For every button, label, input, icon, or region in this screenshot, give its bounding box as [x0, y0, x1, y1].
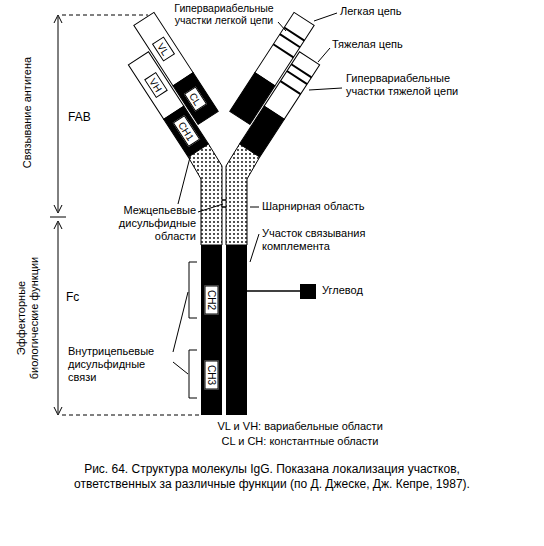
region-label: Шарнирная область	[262, 200, 365, 213]
region-label: Гипервариабельные участки тяжелой цепи	[346, 72, 464, 98]
function-label: Эффекторные биологические функции	[15, 254, 41, 382]
fragment-label: Fc	[66, 290, 79, 304]
hinge-region	[226, 144, 260, 245]
dimension-lines	[50, 15, 200, 415]
hypervariable-marks	[259, 27, 327, 94]
region-label: Участок связывания комплемента	[262, 227, 382, 253]
domain-name: CH2	[206, 290, 217, 310]
fragment-label: FAB	[68, 110, 91, 124]
part-label: Углевод	[322, 284, 363, 297]
domain-box: CH3	[205, 361, 219, 390]
domain-box: CH2	[205, 286, 219, 315]
left-arm	[112, 12, 230, 157]
region-label: Внутрицепьевые дисульфидные связи	[68, 345, 172, 384]
region-label: Межцепьевые дисульфидные области	[78, 204, 196, 243]
heavy-variable	[264, 52, 320, 120]
domain-name: CH3	[206, 365, 217, 385]
disulfide-bond	[222, 200, 226, 207]
carbohydrate	[300, 284, 316, 299]
note-label: CL и CH: константные области	[222, 435, 379, 448]
note-label: VL и VH: вариабельные области	[218, 420, 383, 433]
carbohydrate-link	[247, 290, 300, 292]
function-label: Связывание антигена	[21, 56, 34, 167]
heavy-chain-fc	[226, 245, 247, 415]
chain-label: Легкая цепь	[340, 5, 402, 18]
hinge-region	[188, 144, 222, 245]
chain-label: Тяжелая цепь	[332, 38, 403, 51]
heavy-chain-fc	[201, 245, 222, 415]
region-label: Гипервариабельные участки легкой цепи	[166, 2, 282, 27]
heavy-variable	[128, 52, 184, 120]
figure-caption: Рис. 64. Структура молекулы IgG. Показан…	[62, 462, 482, 492]
right-arm	[218, 12, 336, 157]
